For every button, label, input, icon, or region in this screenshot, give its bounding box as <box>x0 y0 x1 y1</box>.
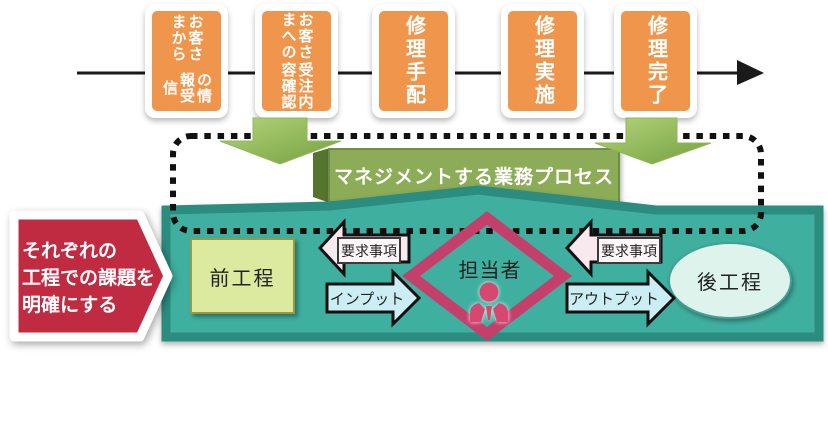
down-arrow-icon-2 <box>594 117 712 165</box>
side-note-line-2: 工程での課題を <box>22 268 156 289</box>
requirement-left-label: 要求事項 <box>337 237 401 264</box>
step-box-4: 修理実施 <box>501 4 584 118</box>
input-arrow-icon <box>325 268 422 328</box>
step-box-3-panel: 修理手配 <box>379 11 448 111</box>
input-label: インプット <box>329 290 405 308</box>
side-note-shape <box>9 210 173 342</box>
step-1-line-1: お客さまから <box>169 14 204 63</box>
output-label: アウトプット <box>568 290 659 308</box>
step-box-5: 修理完了 <box>614 4 697 118</box>
step-box-4-panel: 修理実施 <box>508 11 577 111</box>
output-arrow-icon <box>565 268 677 328</box>
step-box-1-panel: お客さまから の情報受信 <box>152 11 221 111</box>
person-diamond <box>401 211 573 341</box>
side-note-line-1: それぞれの <box>22 241 118 262</box>
step-5-line-1: 修理完了 <box>644 15 667 107</box>
step-box-1: お客さまから の情報受信 <box>145 4 228 118</box>
step-2-line-2: 受注内容確認 <box>279 62 314 110</box>
step-box-3: 修理手配 <box>372 4 455 118</box>
step-2-line-1: お客さまへの <box>279 12 314 60</box>
requirement-right-label: 要求事項 <box>597 237 661 264</box>
side-note-text: それぞれの 工程での課題を 明確にする <box>22 238 162 319</box>
next-process-ellipse: 後工程 <box>668 242 792 319</box>
step-1-line-2: の情報受信 <box>161 72 212 105</box>
person-label: 担当者 <box>458 260 522 282</box>
flow-arrowhead-icon <box>737 60 764 85</box>
person-icon <box>470 282 508 322</box>
step-box-2-panel: お客さまへの 受注内容確認 <box>262 11 331 111</box>
side-note-line-3: 明確にする <box>22 295 118 316</box>
previous-process-box: 前工程 <box>190 238 295 314</box>
step-box-5-panel: 修理完了 <box>621 11 690 111</box>
down-arrow-icon-1 <box>219 117 342 165</box>
step-3-line-1: 修理手配 <box>402 15 425 107</box>
step-4-line-1: 修理実施 <box>531 15 554 107</box>
step-box-2: お客さまへの 受注内容確認 <box>255 4 338 118</box>
